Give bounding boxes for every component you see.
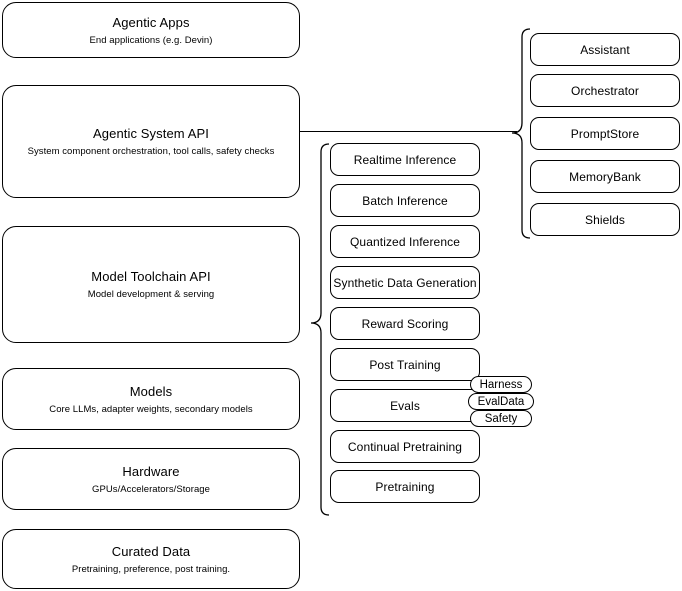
component-box-evals[interactable]: Evals xyxy=(330,389,480,422)
layer-title: Model Toolchain API xyxy=(91,269,211,284)
component-box-synthetic-data-generation[interactable]: Synthetic Data Generation xyxy=(330,266,480,299)
layer-subtitle: System component orchestration, tool cal… xyxy=(27,146,275,157)
component-box-pretraining[interactable]: Pretraining xyxy=(330,470,480,503)
component-label: Realtime Inference xyxy=(353,152,457,167)
badge-label: Harness xyxy=(479,378,523,391)
component-label: Post Training xyxy=(369,357,441,372)
component-label: MemoryBank xyxy=(569,169,641,184)
component-label: Assistant xyxy=(580,42,630,57)
layer-subtitle: GPUs/Accelerators/Storage xyxy=(92,483,210,495)
component-box-quantized-inference[interactable]: Quantized Inference xyxy=(330,225,480,258)
component-box-reward-scoring[interactable]: Reward Scoring xyxy=(330,307,480,340)
component-label: Evals xyxy=(390,398,420,413)
layer-title: Curated Data xyxy=(111,543,191,559)
badge-label: Safety xyxy=(484,412,518,425)
component-label: Pretraining xyxy=(375,479,435,494)
component-label: PromptStore xyxy=(570,126,640,141)
component-box-batch-inference[interactable]: Batch Inference xyxy=(330,184,480,217)
layer-box-models[interactable]: Models Core LLMs, adapter weights, secon… xyxy=(2,368,300,430)
brace-system-components xyxy=(510,28,532,240)
component-box-post-training[interactable]: Post Training xyxy=(330,348,480,381)
layer-subtitle: Model development & serving xyxy=(87,289,215,300)
component-label: Synthetic Data Generation xyxy=(333,275,477,290)
layer-title: Hardware xyxy=(122,463,180,479)
connector-line-system-api-to-components xyxy=(300,131,517,132)
component-box-assistant[interactable]: Assistant xyxy=(530,33,680,66)
layer-box-model-toolchain-api[interactable]: Model Toolchain API Model development & … xyxy=(2,226,300,343)
component-label: Quantized Inference xyxy=(350,234,460,249)
layer-subtitle: Pretraining, preference, post training. xyxy=(71,563,231,575)
layer-title: Agentic System API xyxy=(93,126,209,141)
component-box-continual-pretraining[interactable]: Continual Pretraining xyxy=(330,430,480,463)
layer-box-curated-data[interactable]: Curated Data Pretraining, preference, po… xyxy=(2,529,300,589)
component-box-memorybank[interactable]: MemoryBank xyxy=(530,160,680,193)
layer-subtitle: End applications (e.g. Devin) xyxy=(89,34,213,46)
layer-title: Agentic Apps xyxy=(112,14,190,30)
badge-safety[interactable]: Safety xyxy=(470,410,532,427)
layer-box-hardware[interactable]: Hardware GPUs/Accelerators/Storage xyxy=(2,448,300,510)
brace-toolchain-components xyxy=(308,143,330,517)
badge-evaldata[interactable]: EvalData xyxy=(468,393,534,410)
layer-box-agentic-apps[interactable]: Agentic Apps End applications (e.g. Devi… xyxy=(2,2,300,58)
layer-title: Models xyxy=(129,383,173,399)
component-box-shields[interactable]: Shields xyxy=(530,203,680,236)
layer-subtitle: Core LLMs, adapter weights, secondary mo… xyxy=(49,403,253,415)
badge-harness[interactable]: Harness xyxy=(470,376,532,393)
component-label: Shields xyxy=(584,212,626,227)
layer-box-agentic-system-api[interactable]: Agentic System API System component orch… xyxy=(2,85,300,198)
badge-label: EvalData xyxy=(477,395,525,408)
component-box-realtime-inference[interactable]: Realtime Inference xyxy=(330,143,480,176)
component-box-promptstore[interactable]: PromptStore xyxy=(530,117,680,150)
component-label: Continual Pretraining xyxy=(347,439,463,454)
component-label: Reward Scoring xyxy=(361,316,449,331)
component-box-orchestrator[interactable]: Orchestrator xyxy=(530,74,680,107)
component-label: Orchestrator xyxy=(571,83,639,98)
component-label: Batch Inference xyxy=(362,193,448,208)
